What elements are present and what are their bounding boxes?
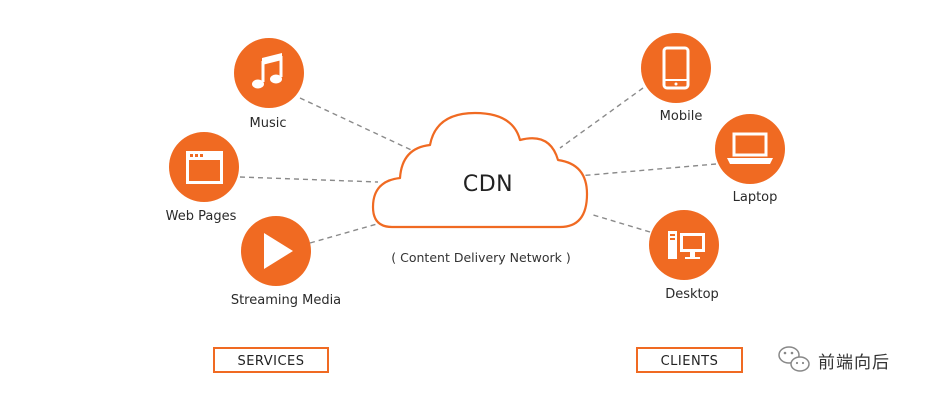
service-label-streaming-media: Streaming Media [230,293,342,308]
services-box-label: SERVICES [213,347,329,373]
play-icon [241,216,311,286]
connector-desktop [589,213,651,233]
service-label-music: Music [249,116,287,131]
connector-streaming [309,221,385,244]
watermark: 前端向后 [818,348,890,373]
wechat-icon [778,346,810,372]
connector-laptop [577,163,717,177]
connector-web-pages [239,176,379,183]
mobile-phone-icon [641,33,711,103]
laptop-icon [715,114,785,184]
desktop-computer-icon [649,210,719,280]
watermark-text: 前端向后 [818,353,890,373]
client-label-mobile: Mobile [659,109,703,124]
cdn-cloud [371,111,589,229]
client-label-desktop: Desktop [665,287,719,302]
cdn-subtitle: ( Content Delivery Network ) [391,250,571,265]
browser-window-icon [169,132,239,202]
service-label-web-pages: Web Pages [165,209,237,224]
cdn-title: CDN [462,172,514,197]
music-note-icon [234,38,304,108]
connector-mobile [559,87,644,149]
connector-music [299,97,423,156]
client-label-laptop: Laptop [732,190,778,205]
clients-box-label: CLIENTS [636,347,743,373]
